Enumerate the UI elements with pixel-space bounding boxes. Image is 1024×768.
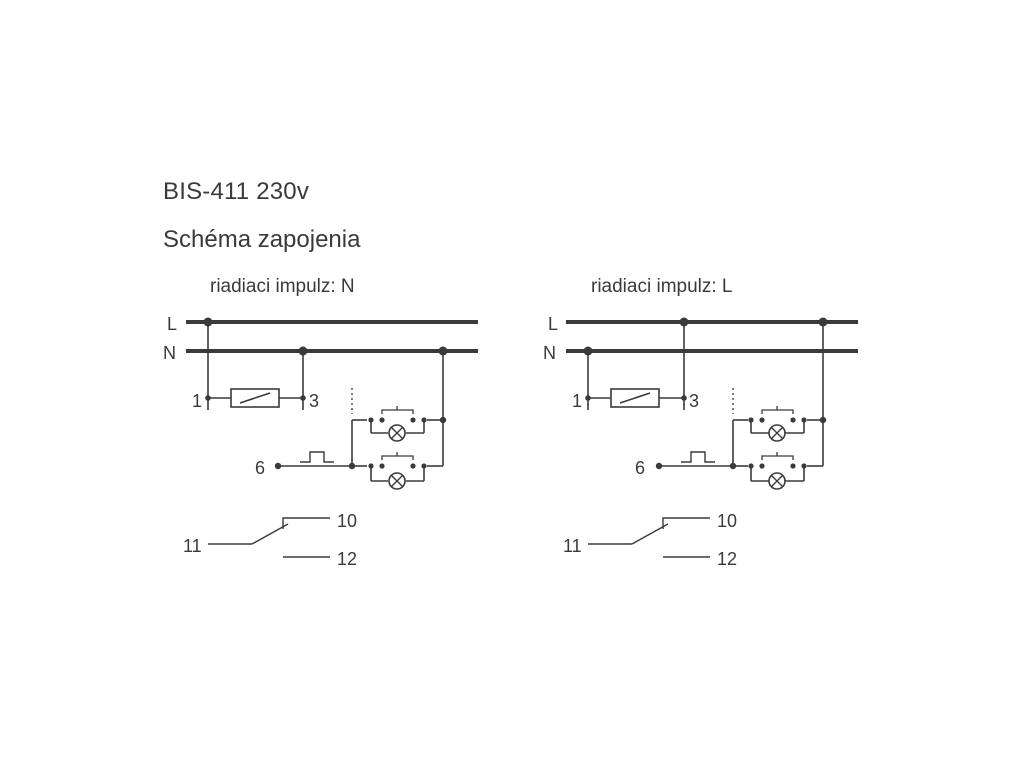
pushbutton <box>381 409 414 414</box>
label-line-l: L <box>167 314 177 334</box>
label-term-10: 10 <box>717 511 737 531</box>
lamp-icon <box>768 472 786 490</box>
lamp-icon-cross <box>390 426 404 440</box>
lamp-icon-cross <box>390 474 404 488</box>
panel-left: riadiaci impulz: N L N 1 3 <box>163 276 478 569</box>
lamp-icon <box>768 424 786 442</box>
label-term-3: 3 <box>689 391 699 411</box>
relay-coil-slash <box>239 392 271 404</box>
diagram-subtitle: Schéma zapojenia <box>163 226 361 253</box>
relay-coil <box>610 388 660 408</box>
button-contact <box>759 463 765 469</box>
relay-coil <box>230 388 280 408</box>
button-contact <box>410 417 416 423</box>
terminal-dot <box>681 395 687 401</box>
label-line-n: N <box>163 343 176 363</box>
pulse-symbol <box>300 451 334 463</box>
label-term-11: 11 <box>563 536 582 556</box>
contact-wire <box>282 517 330 529</box>
contact-wire <box>662 517 710 529</box>
button-contact <box>410 463 416 469</box>
panel-right-caption: riadiaci impulz: L <box>591 276 733 297</box>
label-term-10: 10 <box>337 511 357 531</box>
label-term-1: 1 <box>192 391 202 411</box>
label-line-l: L <box>548 314 558 334</box>
label-term-12: 12 <box>337 549 357 569</box>
button-contact <box>379 417 385 423</box>
pushbutton <box>761 455 794 460</box>
terminal-dot <box>585 395 591 401</box>
pushbutton <box>381 455 414 460</box>
panel-left-caption: riadiaci impulz: N <box>210 276 355 297</box>
pushbutton <box>761 409 794 414</box>
pulse-symbol <box>681 451 715 463</box>
label-term-6: 6 <box>635 458 645 478</box>
relay-coil-slash <box>619 392 651 404</box>
lamp-icon <box>388 472 406 490</box>
lamp-icon-cross <box>770 474 784 488</box>
label-line-n: N <box>543 343 556 363</box>
button-contact <box>759 417 765 423</box>
panel-right: riadiaci impulz: L L N 1 3 <box>543 276 858 569</box>
diagram-title: BIS-411 230v <box>163 178 310 205</box>
terminal-dot <box>300 395 306 401</box>
label-term-1: 1 <box>572 391 582 411</box>
label-term-11: 11 <box>183 536 202 556</box>
button-contact <box>379 463 385 469</box>
lamp-icon-cross <box>770 426 784 440</box>
label-term-12: 12 <box>717 549 737 569</box>
button-contact <box>790 463 796 469</box>
button-contact <box>790 417 796 423</box>
contact-lever <box>251 523 289 545</box>
contact-lever <box>631 523 669 545</box>
label-term-6: 6 <box>255 458 265 478</box>
lamp-icon <box>388 424 406 442</box>
label-term-3: 3 <box>309 391 319 411</box>
terminal-dot <box>205 395 211 401</box>
